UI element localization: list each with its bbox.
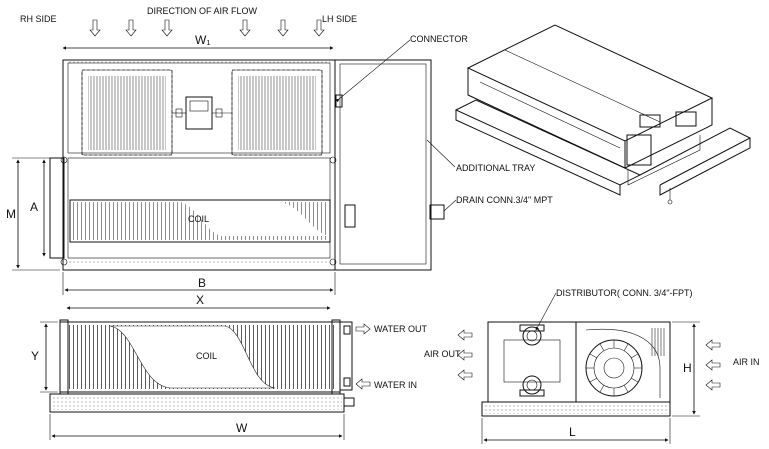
dim-l-label: L: [569, 425, 576, 439]
air-out-label: AIR OUT: [424, 349, 461, 359]
dim-a-label: A: [30, 200, 38, 214]
dim-m-label: M: [6, 207, 16, 221]
drain-conn-label: DRAIN CONN.3/4" MPT: [456, 195, 553, 205]
additional-tray-label: ADDITIONAL TRAY: [456, 163, 535, 173]
lh-side-label: LH SIDE: [322, 14, 357, 24]
water-in-label: WATER IN: [374, 380, 417, 390]
coil-top-label: COIL: [188, 214, 209, 224]
front-view: X COIL Y WATER OUT WATER IN W: [31, 293, 427, 440]
airflow-arrows: [89, 19, 325, 37]
top-plan-view: RH SIDE DIRECTION OF AIR FLOW LH SIDE W₁: [6, 6, 553, 295]
dim-y-label: Y: [31, 349, 39, 363]
dim-w-label: W: [236, 421, 248, 435]
distributor-label: DISTRIBUTOR( CONN. 3/4"-FPT): [556, 288, 693, 298]
dim-h-label: H: [683, 361, 692, 375]
isometric-view: [454, 24, 752, 205]
water-out-label: WATER OUT: [374, 324, 427, 334]
dim-x-label: X: [196, 293, 204, 307]
coil-front-label: COIL: [196, 351, 217, 361]
rh-side-label: RH SIDE: [20, 14, 57, 24]
side-view: DISTRIBUTOR( CONN. 3/4"-FPT) AIR OU: [424, 288, 760, 444]
air-in-label: AIR IN: [733, 357, 760, 367]
dim-b-label: B: [198, 276, 206, 290]
airflow-direction-label: DIRECTION OF AIR FLOW: [147, 6, 258, 16]
connector-label: CONNECTOR: [410, 34, 468, 44]
dim-w1-label: W₁: [195, 33, 210, 47]
